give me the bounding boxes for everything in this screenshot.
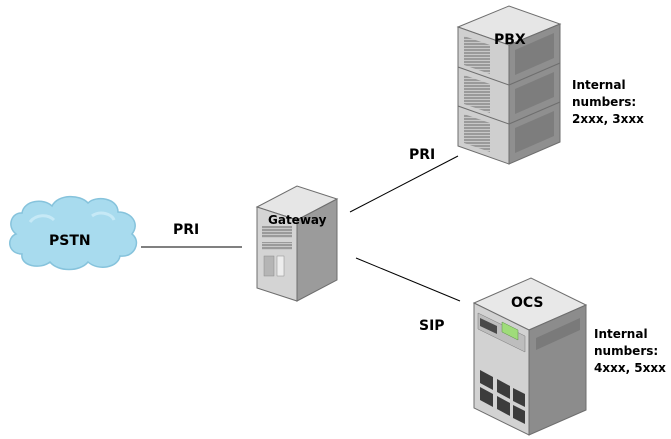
- pbx-info-line: 2xxx, 3xxx: [572, 112, 644, 126]
- pbx-info-line: numbers:: [572, 95, 636, 109]
- ocs-server-icon: OCS: [472, 277, 588, 436]
- link-label-gateway-ocs: SIP: [419, 318, 445, 334]
- gateway-server-icon: Gateway: [255, 185, 339, 302]
- pbx-label: PBX: [494, 32, 526, 48]
- pbx-server-stack-icon: PBX: [456, 5, 562, 165]
- ocs-label: OCS: [511, 295, 544, 311]
- gateway-label: Gateway: [268, 213, 327, 227]
- pbx-info-line: Internal: [572, 78, 626, 92]
- pbx-internal-numbers: Internal numbers: 2xxx, 3xxx: [572, 78, 644, 126]
- link-gateway-pbx: [349, 155, 459, 213]
- ocs-info-line: numbers:: [594, 344, 658, 358]
- pstn-cloud-icon: PSTN: [9, 195, 138, 271]
- link-gateway-ocs: [355, 257, 461, 302]
- link-label-pstn-gateway: PRI: [173, 222, 199, 238]
- ocs-info-line: 4xxx, 5xxx: [594, 361, 666, 375]
- ocs-internal-numbers: Internal numbers: 4xxx, 5xxx: [594, 327, 666, 375]
- ocs-info-line: Internal: [594, 327, 648, 341]
- link-label-gateway-pbx: PRI: [409, 147, 435, 163]
- pstn-label: PSTN: [49, 233, 91, 249]
